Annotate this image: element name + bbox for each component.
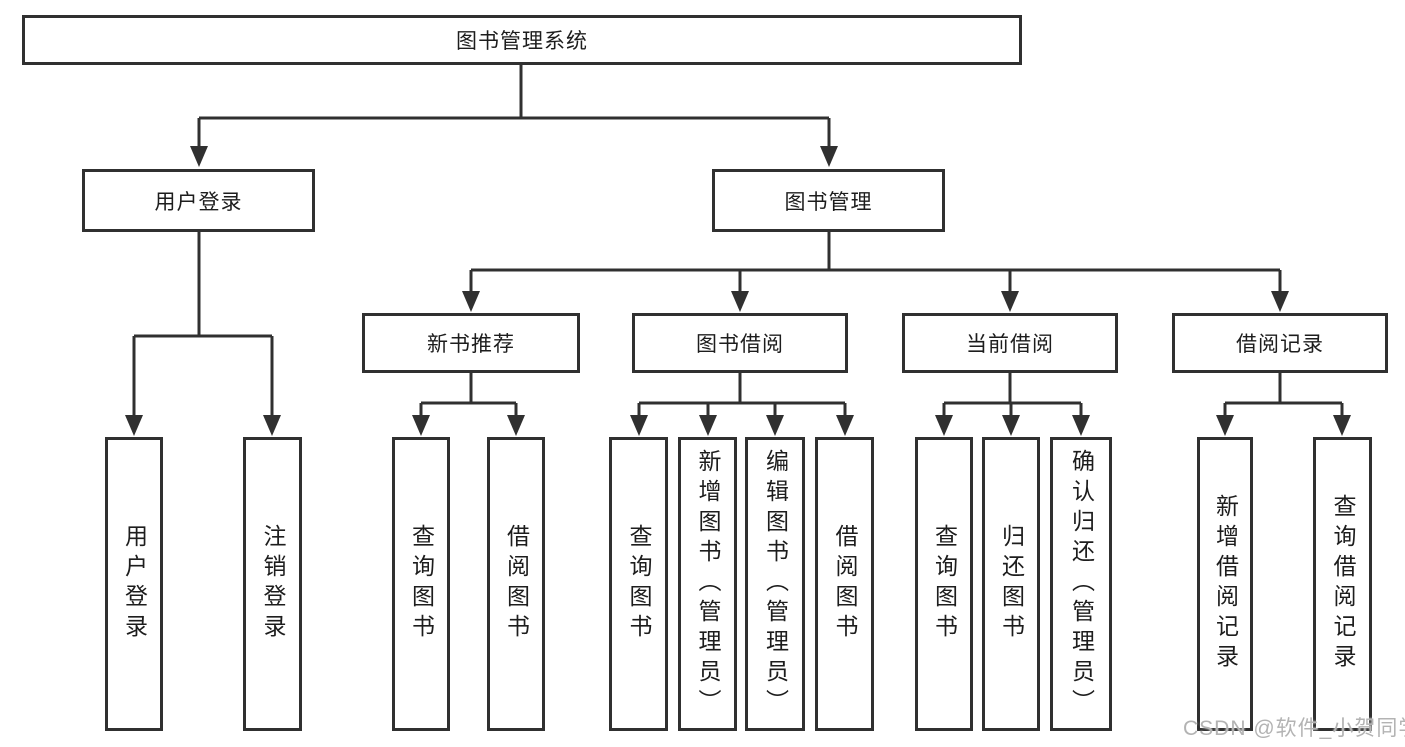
leaf-query-books-current: 查询图书 — [915, 437, 973, 731]
leaf-query-books-recommend: 查询图书 — [392, 437, 450, 731]
node-book-borrowing: 图书借阅 — [632, 313, 848, 373]
leaf-confirm-return-admin: 确认归还（管理员） — [1050, 437, 1112, 731]
node-book-management: 图书管理 — [712, 169, 945, 232]
node-library-system: 图书管理系统 — [22, 15, 1022, 65]
leaf-logout: 注销登录 — [243, 437, 302, 731]
node-new-book-recommendation: 新书推荐 — [362, 313, 580, 373]
leaf-borrow-books: 借阅图书 — [815, 437, 874, 731]
leaf-user-login: 用户登录 — [105, 437, 163, 731]
watermark: CSDN @软件_小贺同学 — [1183, 717, 1405, 740]
leaf-borrow-books-recommend: 借阅图书 — [487, 437, 545, 731]
node-current-borrowing: 当前借阅 — [902, 313, 1118, 373]
leaf-edit-books-admin: 编辑图书（管理员） — [745, 437, 805, 731]
node-borrowing-records: 借阅记录 — [1172, 313, 1388, 373]
leaf-return-books: 归还图书 — [982, 437, 1040, 731]
node-user-login: 用户登录 — [82, 169, 315, 232]
leaf-query-borrow-record: 查询借阅记录 — [1313, 437, 1372, 731]
leaf-query-books-borrowing: 查询图书 — [609, 437, 668, 731]
leaf-add-books-admin: 新增图书（管理员） — [678, 437, 737, 731]
leaf-add-borrow-record: 新增借阅记录 — [1197, 437, 1253, 731]
